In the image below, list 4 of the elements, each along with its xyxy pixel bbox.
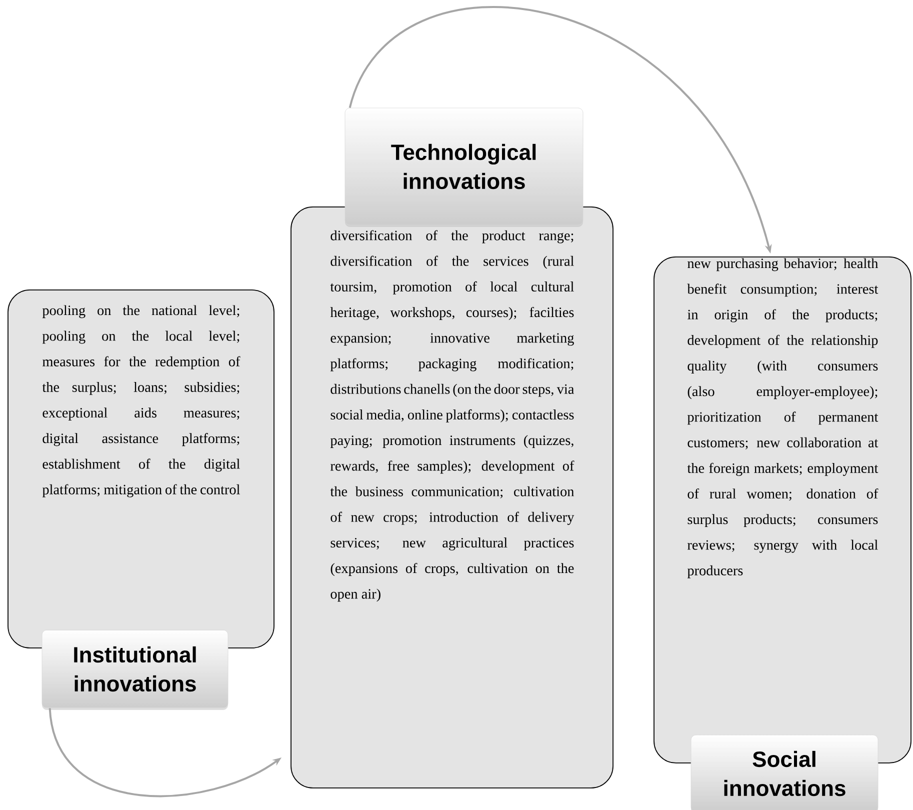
heading-box: Technological innovations xyxy=(344,108,584,227)
heading-box: Institutional innovations xyxy=(42,630,228,710)
text-box: diversification of the product range; diversification of the services (rural toursim, promotion of local cultural heritage, workshops, courses); facilties expansion; innovative marketing platforms; packaging modification; distributions chanells (on the door steps, via social media, online platforms); contactless paying; promotion instruments (quizzes, rewards, free samples); development of the business communication; cultivation of new crops; introduction of delivery services; new agricultural practices (expansions of crops, cultivation on the open air) xyxy=(290,206,614,788)
heading-box: Social innovations xyxy=(690,734,878,810)
